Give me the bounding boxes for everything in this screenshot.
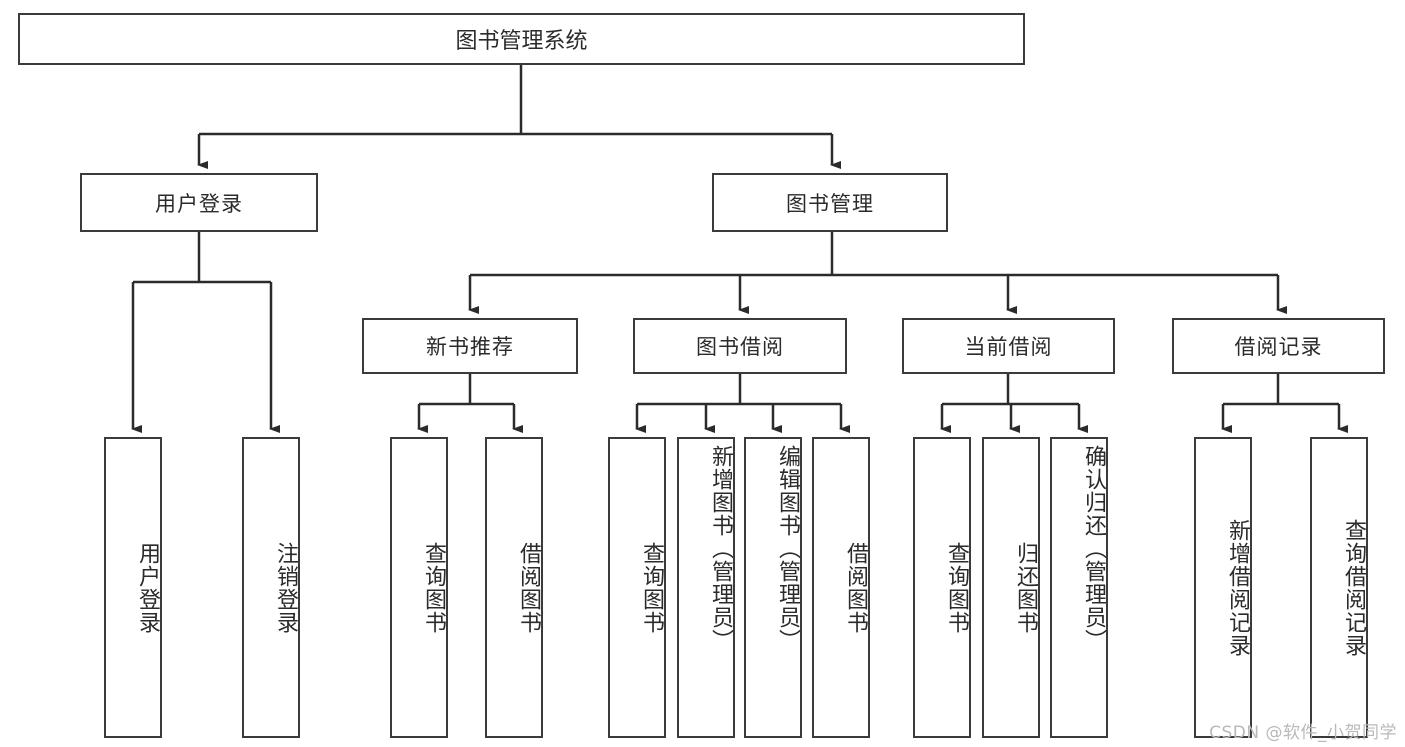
leaf-edit-book-admin[interactable]: 编辑图书（管理员） [744, 437, 802, 738]
node-book-management-label: 图书管理 [786, 191, 874, 216]
node-current-borrow[interactable]: 当前借阅 [902, 318, 1115, 374]
leaf-confirm-return-admin-label: 确认归还（管理员） [1081, 445, 1106, 652]
leaf-add-book-admin[interactable]: 新增图书（管理员） [677, 437, 735, 738]
node-user-login[interactable]: 用户登录 [80, 173, 318, 232]
leaf-return-book[interactable]: 归还图书 [982, 437, 1040, 738]
node-root[interactable]: 图书管理系统 [18, 13, 1025, 65]
leaf-borrow-book-recommend[interactable]: 借阅图书 [485, 437, 543, 738]
leaf-query-borrow-record[interactable]: 查询借阅记录 [1310, 437, 1368, 738]
leaf-query-book-recommend-label: 查询图书 [421, 541, 446, 634]
leaf-edit-book-admin-label: 编辑图书（管理员） [775, 445, 800, 652]
leaf-query-book-borrow-label: 查询图书 [639, 541, 664, 634]
leaf-logout-label: 注销登录 [273, 541, 298, 634]
leaf-logout[interactable]: 注销登录 [242, 437, 300, 738]
node-current-borrow-label: 当前借阅 [964, 335, 1053, 359]
node-user-login-label: 用户登录 [155, 191, 243, 216]
leaf-borrow-book-recommend-label: 借阅图书 [516, 541, 541, 634]
node-borrow-records-label: 借阅记录 [1234, 335, 1323, 359]
leaf-query-book-current-label: 查询图书 [944, 541, 969, 634]
leaf-query-book-borrow[interactable]: 查询图书 [608, 437, 666, 738]
watermark: CSDN @软件_小贺同学 [1209, 723, 1397, 743]
leaf-add-book-admin-label: 新增图书（管理员） [708, 445, 733, 652]
leaf-query-book-current[interactable]: 查询图书 [913, 437, 971, 738]
leaf-user-login[interactable]: 用户登录 [104, 437, 162, 738]
leaf-add-borrow-record[interactable]: 新增借阅记录 [1194, 437, 1252, 738]
leaf-query-book-recommend[interactable]: 查询图书 [390, 437, 448, 738]
node-book-management[interactable]: 图书管理 [712, 173, 948, 232]
leaf-borrow-book-label: 借阅图书 [843, 541, 868, 634]
leaf-return-book-label: 归还图书 [1013, 541, 1038, 634]
node-book-borrow-label: 图书借阅 [696, 335, 784, 359]
node-book-borrow[interactable]: 图书借阅 [633, 318, 847, 374]
node-new-book-recommend-label: 新书推荐 [426, 335, 514, 359]
leaf-user-login-label: 用户登录 [135, 541, 160, 634]
node-borrow-records[interactable]: 借阅记录 [1172, 318, 1385, 374]
leaf-query-borrow-record-label: 查询借阅记录 [1341, 518, 1366, 657]
leaf-add-borrow-record-label: 新增借阅记录 [1225, 518, 1250, 657]
leaf-borrow-book[interactable]: 借阅图书 [812, 437, 870, 738]
node-new-book-recommend[interactable]: 新书推荐 [362, 318, 578, 374]
node-root-label: 图书管理系统 [455, 29, 588, 54]
leaf-confirm-return-admin[interactable]: 确认归还（管理员） [1050, 437, 1108, 738]
